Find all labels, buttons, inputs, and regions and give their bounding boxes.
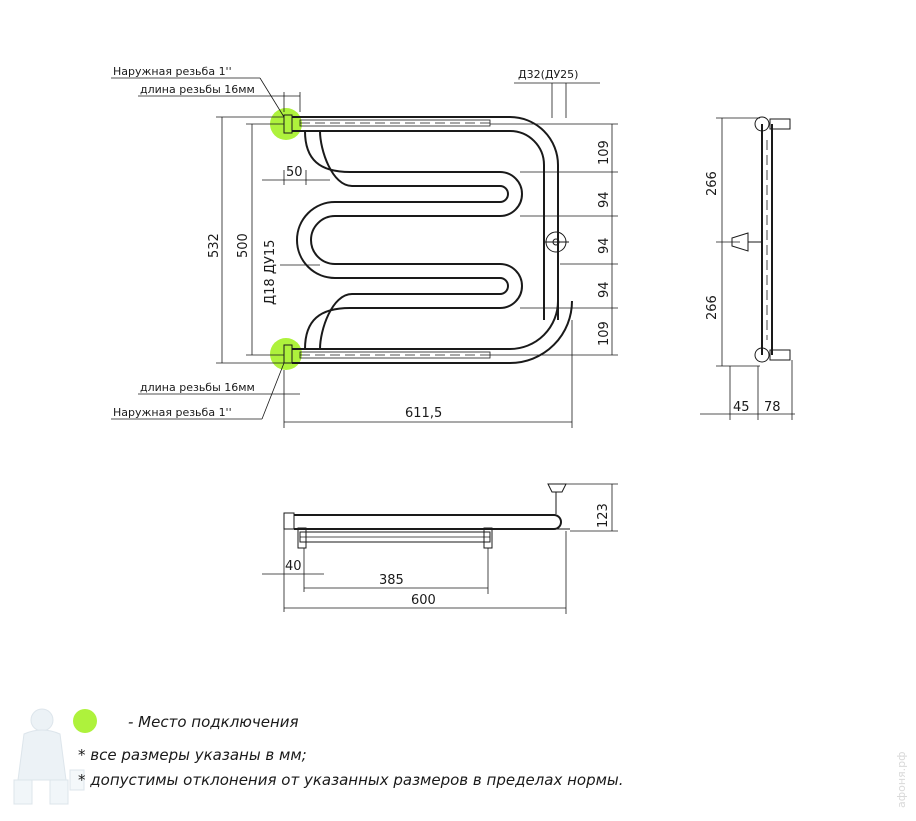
dim-top-length: 600: [411, 593, 436, 608]
dim-side-lower: 266: [705, 295, 720, 320]
note-tolerance: * допустимы отклонения от указанных разм…: [78, 771, 624, 789]
dim-seg-2: 94: [597, 191, 612, 208]
dim-seg-top: 109: [597, 140, 612, 165]
dim-seg-bottom: 109: [597, 321, 612, 346]
dim-width: 611,5: [405, 406, 442, 421]
dim-total-height: 532: [207, 233, 222, 258]
dim-top-height: 123: [596, 503, 611, 528]
dim-top-shelf: 385: [379, 573, 404, 588]
watermark: афоня.рф: [895, 751, 908, 808]
legend: - Место подключения * все размеры указан…: [13, 708, 624, 805]
dim-offset-50: 50: [286, 165, 303, 180]
pipe-inner-label: Д18 ДУ15: [263, 240, 278, 305]
plumber-mascot-icon: [13, 708, 85, 805]
thread-bottom-label-1: длина резьбы 16мм: [140, 381, 255, 394]
dim-seg-4: 94: [597, 281, 612, 298]
dim-depth-a: 45: [733, 400, 750, 415]
dim-side-upper: 266: [705, 171, 720, 196]
dim-axis-height: 500: [236, 233, 251, 258]
connection-marker-bottom: [270, 338, 302, 370]
thread-bottom-label-2: Наружная резьба 1'': [113, 406, 232, 419]
note-units: * все размеры указаны в мм;: [78, 746, 307, 764]
connection-legend-marker: [73, 709, 97, 733]
front-view: Наружная резьба 1'' длина резьбы 16мм дл…: [111, 65, 618, 428]
thread-top-label-2: длина резьбы 16мм: [140, 83, 255, 96]
top-view: 123 40 385 600: [262, 483, 618, 614]
thread-top-label-1: Наружная резьба 1'': [113, 65, 232, 78]
dim-top-offset: 40: [285, 559, 302, 574]
dim-depth-b: 78: [764, 400, 781, 415]
connection-legend-label: - Место подключения: [128, 713, 299, 731]
side-view: 266 266 45 78: [700, 116, 795, 420]
dim-seg-3: 94: [597, 237, 612, 254]
pipe-main-label: Д32(ДУ25): [518, 68, 578, 81]
